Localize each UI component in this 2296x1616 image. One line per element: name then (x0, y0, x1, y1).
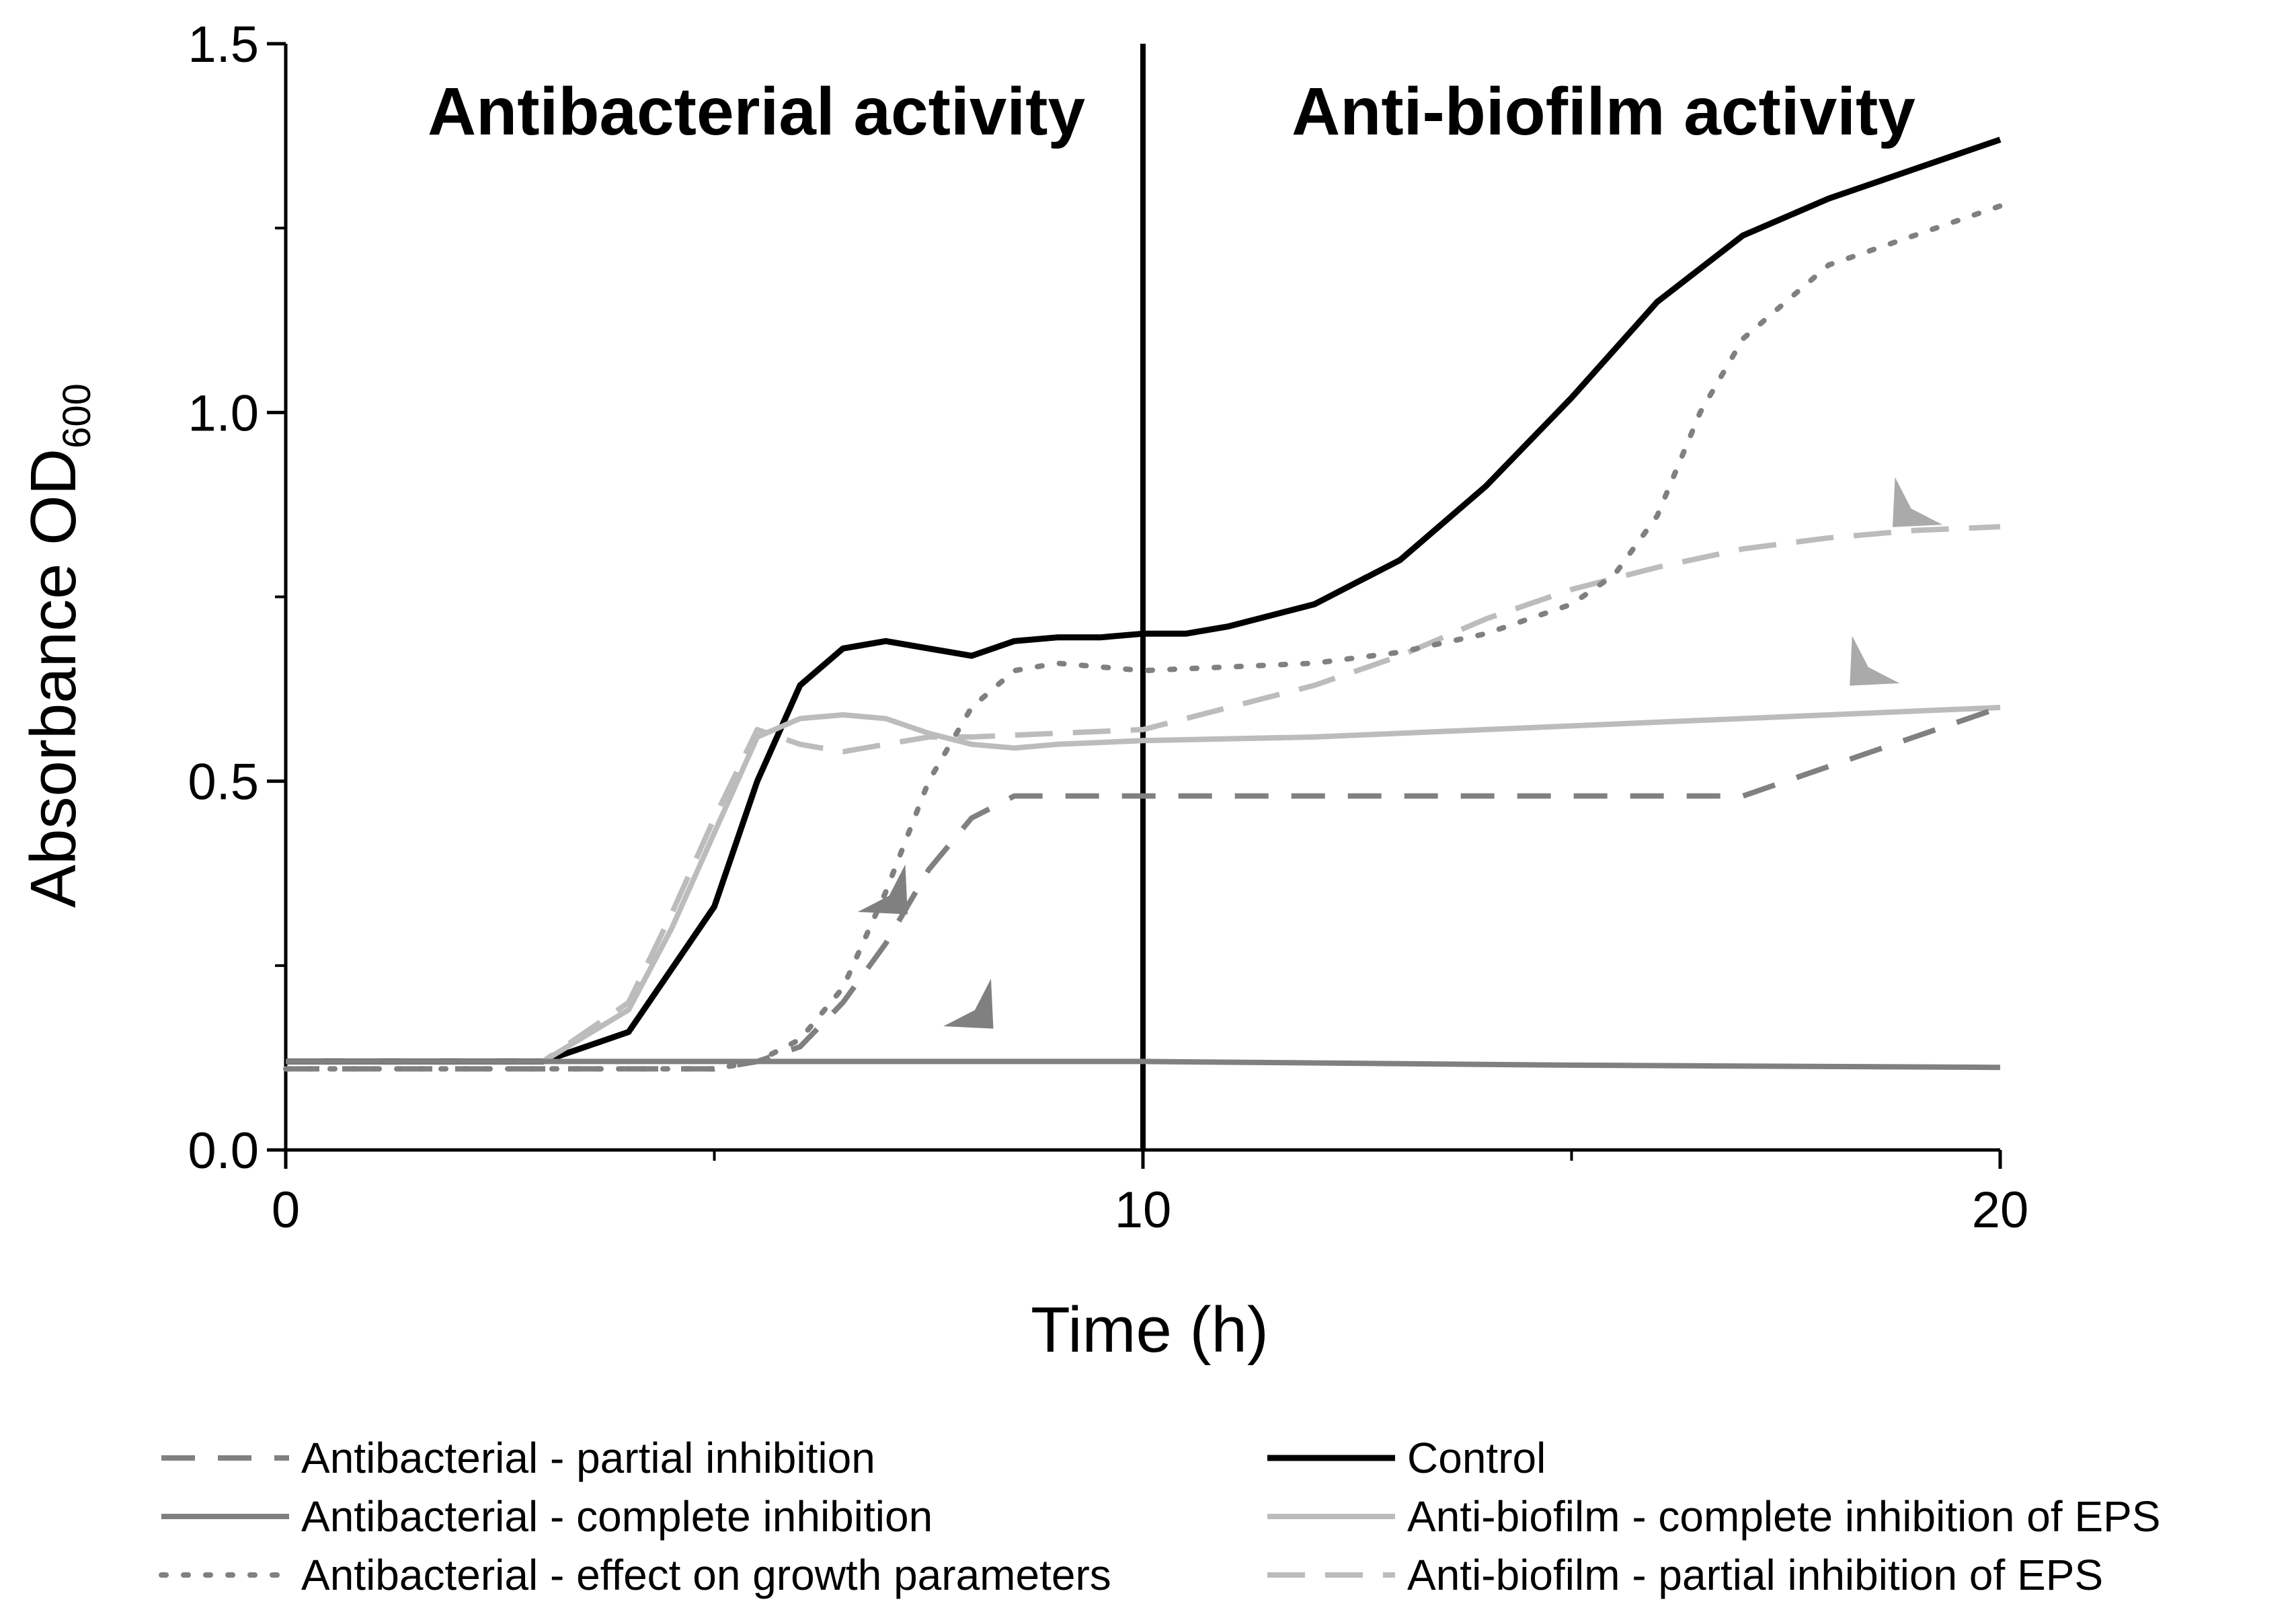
series-line-1 (286, 705, 2001, 1065)
y-tick-label: 1.5 (188, 16, 259, 73)
arrow-annotations (857, 477, 1943, 1029)
region-label-anti-biofilm: Anti-biofilm activity (1292, 74, 1915, 149)
legend-label: Anti-biofilm - partial inhibition of EPS (1407, 1551, 2103, 1599)
x-tick-label: 20 (1972, 1182, 2029, 1239)
arrow-annotation-3 (1850, 636, 1900, 686)
x-axis-title: Time (h) (1031, 1294, 1269, 1366)
series-line-3 (286, 705, 2002, 1072)
y-tick-label: 1.0 (188, 385, 259, 442)
arrow-annotation-1 (943, 978, 994, 1029)
y-axis-title-subscript: 600 (55, 383, 99, 449)
arrow-annotation-0 (857, 864, 908, 915)
legend-label: Control (1407, 1434, 1546, 1482)
y-axis-title: Absorbance OD600 (17, 383, 99, 908)
legend-label: Anti-biofilm - complete inhibition of EP… (1407, 1492, 2161, 1541)
axes-group (267, 42, 2002, 1169)
text-group: Antibacterial activity Anti-biofilm acti… (17, 74, 1915, 1366)
series-line-4 (286, 1059, 2001, 1071)
legend-label: Antibacterial - complete inhibition (301, 1492, 933, 1541)
series-line-0 (286, 137, 2002, 1065)
x-tick-label: 0 (272, 1182, 300, 1239)
legend-label: Antibacterial - effect on growth paramet… (301, 1551, 1111, 1599)
y-axis-title-main: Absorbance OD (17, 449, 89, 908)
series-line-2 (286, 524, 2001, 1065)
x-tick-label: 10 (1115, 1182, 1172, 1239)
y-tick-label: 0.5 (188, 754, 259, 811)
legend: Antibacterial - partial inhibitionAntiba… (159, 1434, 2161, 1599)
tick-labels: 0.0 0.5 1.0 1.5 0 10 20 (188, 16, 2028, 1239)
region-label-antibacterial: Antibacterial activity (428, 74, 1086, 149)
arrow-annotation-2 (1893, 477, 1943, 527)
legend-label: Antibacterial - partial inhibition (301, 1434, 875, 1482)
series-group (283, 137, 2003, 1072)
y-tick-label: 0.0 (188, 1122, 259, 1180)
